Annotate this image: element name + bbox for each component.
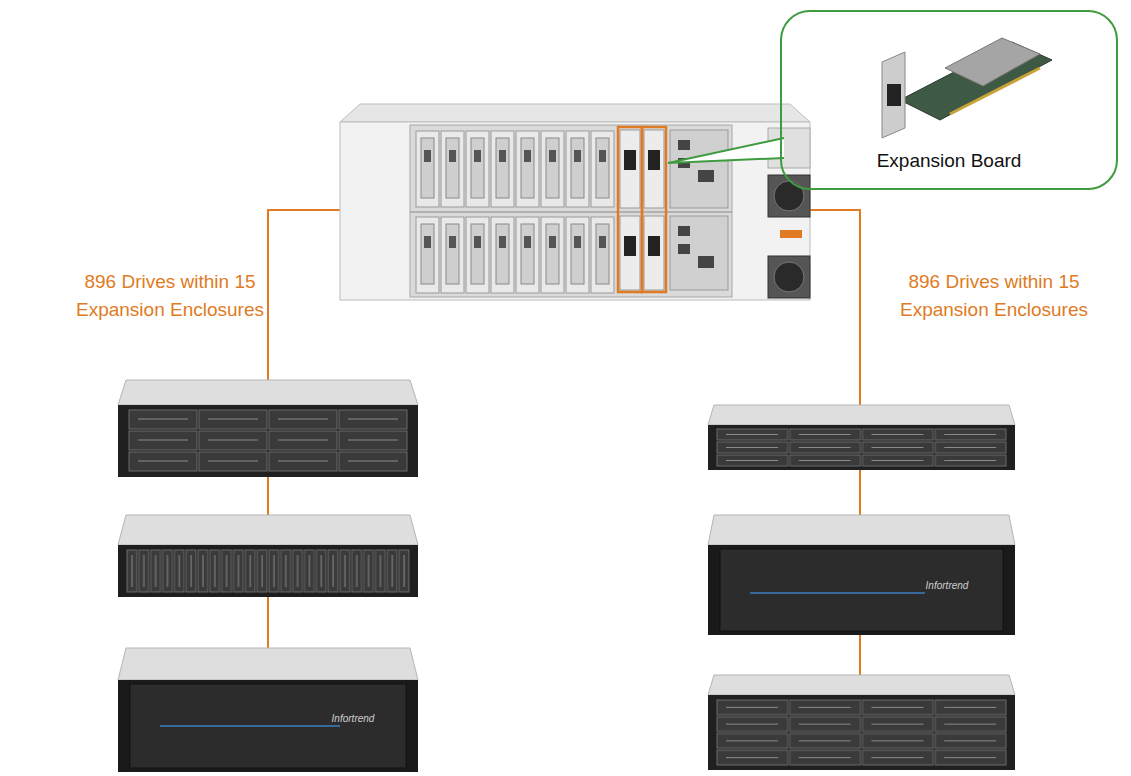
callout-text: Expansion Board <box>782 150 1116 172</box>
expansion-enclosure <box>708 675 1015 770</box>
enclosure-lid <box>708 405 1015 425</box>
io-port <box>678 244 690 254</box>
enclosure-lid <box>118 515 418 545</box>
enclosure-front <box>708 545 1015 635</box>
brand-logo: Infortrend <box>912 579 982 594</box>
io-port <box>698 170 714 182</box>
chassis-lid <box>340 104 810 122</box>
drive-bays <box>126 549 410 593</box>
enclosure-lid <box>708 515 1015 545</box>
expansion-enclosure <box>118 515 418 597</box>
capacity-note: 896 Drives within 15 Expansion Enclosure… <box>62 268 278 323</box>
io-port <box>678 226 690 236</box>
gold-fingers <box>950 68 1040 114</box>
head-unit <box>340 104 810 300</box>
enclosure-front <box>118 405 418 477</box>
front-bezel <box>130 684 406 768</box>
expansion-slot <box>620 130 640 208</box>
enclosure-lid <box>118 380 418 405</box>
sas-port <box>624 150 636 170</box>
enclosure-front <box>118 680 418 772</box>
drive-bays <box>716 699 1007 766</box>
capacity-note: 896 Drives within 15 Expansion Enclosure… <box>886 268 1102 323</box>
sas-cable <box>267 597 269 648</box>
enclosure-front <box>118 545 418 597</box>
card-bracket <box>882 52 905 138</box>
io-module <box>670 216 728 290</box>
enclosure-front <box>708 425 1015 470</box>
io-module <box>670 130 728 208</box>
drive-bays <box>128 409 408 472</box>
expansion-enclosure <box>118 648 418 772</box>
expansion-slot <box>644 130 664 208</box>
sas-port <box>624 236 636 256</box>
expansion-board-image <box>882 38 1052 138</box>
callout-box: Expansion Board <box>780 10 1118 190</box>
heatsink <box>945 38 1040 86</box>
card-port <box>887 84 901 106</box>
drive-bays <box>716 428 1007 467</box>
slot-highlight <box>642 127 666 292</box>
bezel-stripe <box>160 725 340 727</box>
fan <box>774 262 804 292</box>
expansion-enclosure <box>118 380 418 477</box>
enclosure-lid <box>708 675 1015 695</box>
brand-logo: Infortrend <box>318 712 388 727</box>
rear-panel <box>410 125 732 297</box>
fan-housing <box>768 175 810 217</box>
bezel-stripe <box>750 592 925 594</box>
front-bezel <box>720 549 1003 631</box>
sas-port <box>648 236 660 256</box>
expansion-enclosure <box>708 515 1015 635</box>
module-row <box>415 130 615 208</box>
release-tab <box>780 230 802 238</box>
module-row <box>415 216 615 294</box>
enclosure-front <box>708 695 1015 770</box>
expansion-slot <box>620 216 640 290</box>
chassis-body <box>340 122 810 300</box>
io-port <box>678 140 690 150</box>
sas-cable <box>859 635 861 675</box>
expansion-slot <box>644 216 664 290</box>
fan <box>774 181 804 211</box>
sas-cable <box>859 470 861 515</box>
enclosure-lid <box>118 648 418 680</box>
io-port <box>698 256 714 268</box>
slot-highlight <box>618 127 642 292</box>
expansion-enclosure <box>708 405 1015 470</box>
callout-pointer <box>668 138 784 163</box>
fan-housing <box>768 256 810 298</box>
sas-cable <box>267 477 269 515</box>
panel-divider <box>410 212 732 213</box>
sas-port <box>648 150 660 170</box>
